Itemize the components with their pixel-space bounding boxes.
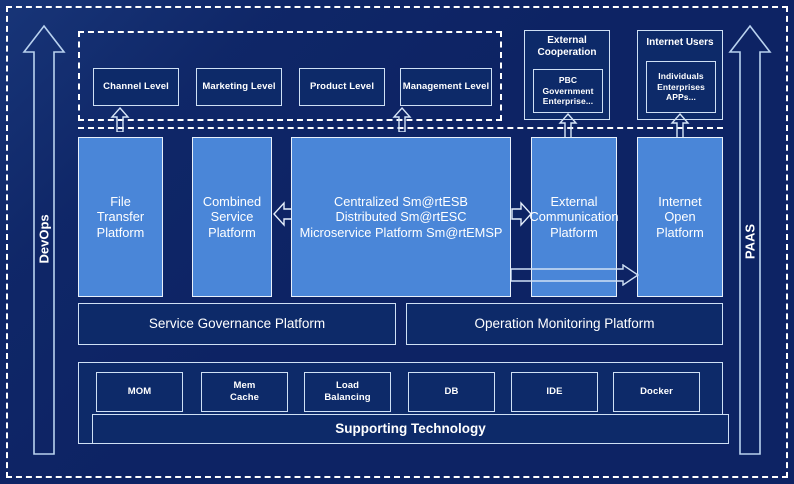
platform-centralized-esb-line3: Microservice Platform Sm@rtEMSP — [299, 224, 503, 240]
platform-file-transfer-line1: File — [110, 193, 131, 209]
business-level-marketing[interactable]: Marketing Level — [196, 68, 282, 106]
internet-users-inner-line1: Individuals — [658, 71, 704, 82]
platform-external-communication[interactable]: External Communication Platform — [529, 137, 619, 297]
supporting-tech-db[interactable]: DB — [408, 372, 495, 412]
supporting-tech-ide[interactable]: IDE — [511, 372, 598, 412]
up-arrow-internet-users — [670, 112, 690, 138]
platform-file-transfer-line2: Transfer — [96, 209, 145, 225]
platform-centralized-esb[interactable]: Centralized Sm@rtESB Distributed Sm@rtES… — [291, 137, 511, 297]
supporting-tech-load-balancing-line1: Load — [335, 380, 360, 392]
supporting-tech-docker[interactable]: Docker — [613, 372, 700, 412]
supporting-tech-mom-line1: MOM — [127, 386, 152, 398]
external-cooperation-inner-line1: PBC Government — [542, 75, 594, 96]
platform-internet-open[interactable]: Internet Open Platform — [637, 137, 723, 297]
platform-centralized-esb-line1: Centralized Sm@rtESB — [334, 193, 468, 209]
business-level-marketing-label: Marketing Level — [202, 81, 276, 93]
operation-monitoring-platform[interactable]: Operation Monitoring Platform — [406, 303, 723, 345]
supporting-tech-db-line1: DB — [444, 386, 459, 398]
platform-internet-open-line1: Internet — [658, 193, 702, 209]
internet-users-inner-box: Individuals Enterprises APPs... — [646, 61, 716, 113]
up-arrow-management — [392, 106, 412, 132]
platform-internet-open-line2: Open — [664, 209, 696, 225]
internet-users-box[interactable]: Internet Users Individuals Enterprises A… — [637, 30, 723, 120]
supporting-tech-docker-line1: Docker — [640, 386, 673, 398]
business-level-channel[interactable]: Channel Level — [93, 68, 179, 106]
platform-combined-service-line1: Combined — [202, 193, 262, 209]
business-level-management[interactable]: Management Level — [400, 68, 492, 106]
platform-external-communication-line1: External — [550, 193, 598, 209]
supporting-tech-mem-cache-line2: Cache — [229, 392, 259, 403]
platform-internet-open-line3: Platform — [656, 224, 704, 240]
external-cooperation-header-line1: External — [547, 35, 587, 46]
internet-users-inner-line3: APPs... — [666, 92, 696, 103]
supporting-tech-load-balancing-line2: Balancing — [324, 392, 371, 403]
supporting-tech-ide-line1: IDE — [546, 386, 563, 398]
platform-centralized-esb-line2: Distributed Sm@rtESC — [335, 209, 467, 225]
business-level-product[interactable]: Product Level — [299, 68, 385, 106]
internet-users-header-line1: Internet Users — [646, 37, 714, 48]
supporting-tech-load-balancing[interactable]: Load Balancing — [304, 372, 391, 412]
supporting-technology-bar-label: Supporting Technology — [335, 420, 486, 436]
up-arrow-external-cooperation — [558, 112, 578, 138]
business-level-channel-label: Channel Level — [103, 81, 169, 93]
devops-arrow: DevOps — [22, 22, 66, 458]
platform-external-communication-line2: Communication — [529, 209, 619, 225]
supporting-technology-bar[interactable]: Supporting Technology — [92, 414, 729, 444]
platform-external-communication-line3: Platform — [550, 224, 598, 240]
supporting-tech-mom[interactable]: MOM — [96, 372, 183, 412]
paas-arrow-label: PAAS — [742, 223, 758, 260]
paas-arrow: PAAS — [728, 22, 772, 458]
external-cooperation-box[interactable]: External Cooperation PBC Government Ente… — [524, 30, 610, 120]
platform-file-transfer[interactable]: File Transfer Platform — [78, 137, 163, 297]
arrow-long-to-internet-open — [511, 264, 639, 286]
platform-file-transfer-line3: Platform — [96, 224, 145, 240]
platform-combined-service-line2: Service — [210, 209, 254, 225]
service-governance-platform-label: Service Governance Platform — [148, 315, 326, 331]
devops-arrow-label: DevOps — [36, 214, 52, 264]
external-cooperation-inner-line2: Enterprise... — [542, 96, 594, 107]
platform-combined-service[interactable]: Combined Service Platform — [192, 137, 272, 297]
business-level-product-label: Product Level — [309, 81, 375, 93]
external-cooperation-header-line2: Cooperation — [537, 47, 597, 59]
internet-users-inner-line2: Enterprises — [657, 81, 705, 92]
supporting-tech-mem-cache-line1: Mem — [233, 380, 256, 392]
business-level-management-label: Management Level — [402, 81, 490, 93]
business-levels-container — [78, 31, 502, 121]
layer-separator-dashed-line — [78, 127, 723, 129]
up-arrow-channel — [110, 106, 130, 132]
supporting-tech-mem-cache[interactable]: Mem Cache — [201, 372, 288, 412]
operation-monitoring-platform-label: Operation Monitoring Platform — [474, 315, 655, 331]
external-cooperation-inner-box: PBC Government Enterprise... — [533, 69, 603, 113]
arrow-right-to-external-communication — [511, 200, 533, 228]
platform-combined-service-line3: Platform — [208, 224, 256, 240]
service-governance-platform[interactable]: Service Governance Platform — [78, 303, 396, 345]
